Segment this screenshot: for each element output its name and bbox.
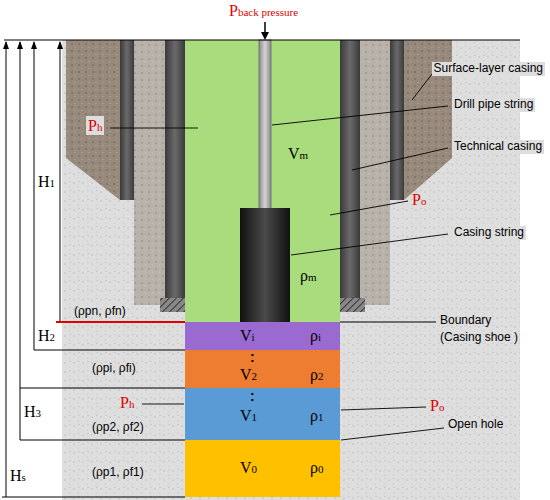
density-symbol: ρi [310,326,321,345]
text-label: Open hole [448,418,503,432]
symbol-label: Hs [10,466,26,485]
leader-lines [110,74,448,440]
text-label: (ρpn, ρfn) [74,305,126,319]
density-symbol: ρ0 [310,458,323,477]
surface-casing [120,40,134,200]
symbol-label: Ph [120,393,134,412]
symbol-label: Po [430,396,444,415]
technical-cement [134,40,165,305]
surface-casing [390,40,404,200]
symbol-label: Ph [86,116,104,135]
text-label: (ρp1, ρf1) [92,466,144,480]
volume-symbol: V2 [240,365,257,384]
pressure-arrow [264,22,266,33]
mud-column [185,40,340,322]
symbol-label: ρm [300,266,317,285]
text-label: Surface-layer casing [432,62,545,76]
volume-symbol: Vi [240,326,255,345]
technical-casing [165,40,185,305]
boundary-leader [340,322,436,323]
symbol-label: Pback pressure [229,1,298,20]
pressure-arrowhead [261,32,269,40]
technical-cement [360,40,390,305]
surface-line [4,39,520,40]
density-symbol: ρ2 [310,365,323,384]
text-label: Casing string [452,226,526,240]
volume-symbol: V1 [240,406,257,425]
text-label: (ρpi, ρfi) [92,362,136,376]
text-label: : [250,349,255,365]
fluid-band: V2 ρ2 [185,350,340,388]
technical-casing [340,40,360,305]
text-label: Drill pipe string [452,98,535,112]
text-label: : [250,388,255,404]
symbol-label: H1 [38,172,55,191]
text-label: (Casing shoe ) [440,331,518,345]
density-symbol: ρ1 [310,406,323,425]
fluid-band: V0 ρ0 [185,440,340,497]
fluid-band: V1 ρ1 [185,388,340,440]
text-label: Technical casing [452,140,544,154]
casing-string [240,208,290,322]
text-label: Boundary [440,314,491,328]
surface-cement [66,40,120,200]
dimension-arrowheads [3,41,63,49]
symbol-label: H3 [24,402,41,421]
dimension-lines [2,42,185,497]
symbol-label: H2 [38,326,55,345]
symbol-label: Vm [288,144,308,163]
boundary-line [56,321,185,323]
symbol-label: Po [412,190,426,209]
drill-pipe [259,40,271,210]
fluid-band: Vi ρi [185,322,340,350]
volume-symbol: V0 [240,458,257,477]
text-label: (ρp2, ρf2) [92,421,144,435]
